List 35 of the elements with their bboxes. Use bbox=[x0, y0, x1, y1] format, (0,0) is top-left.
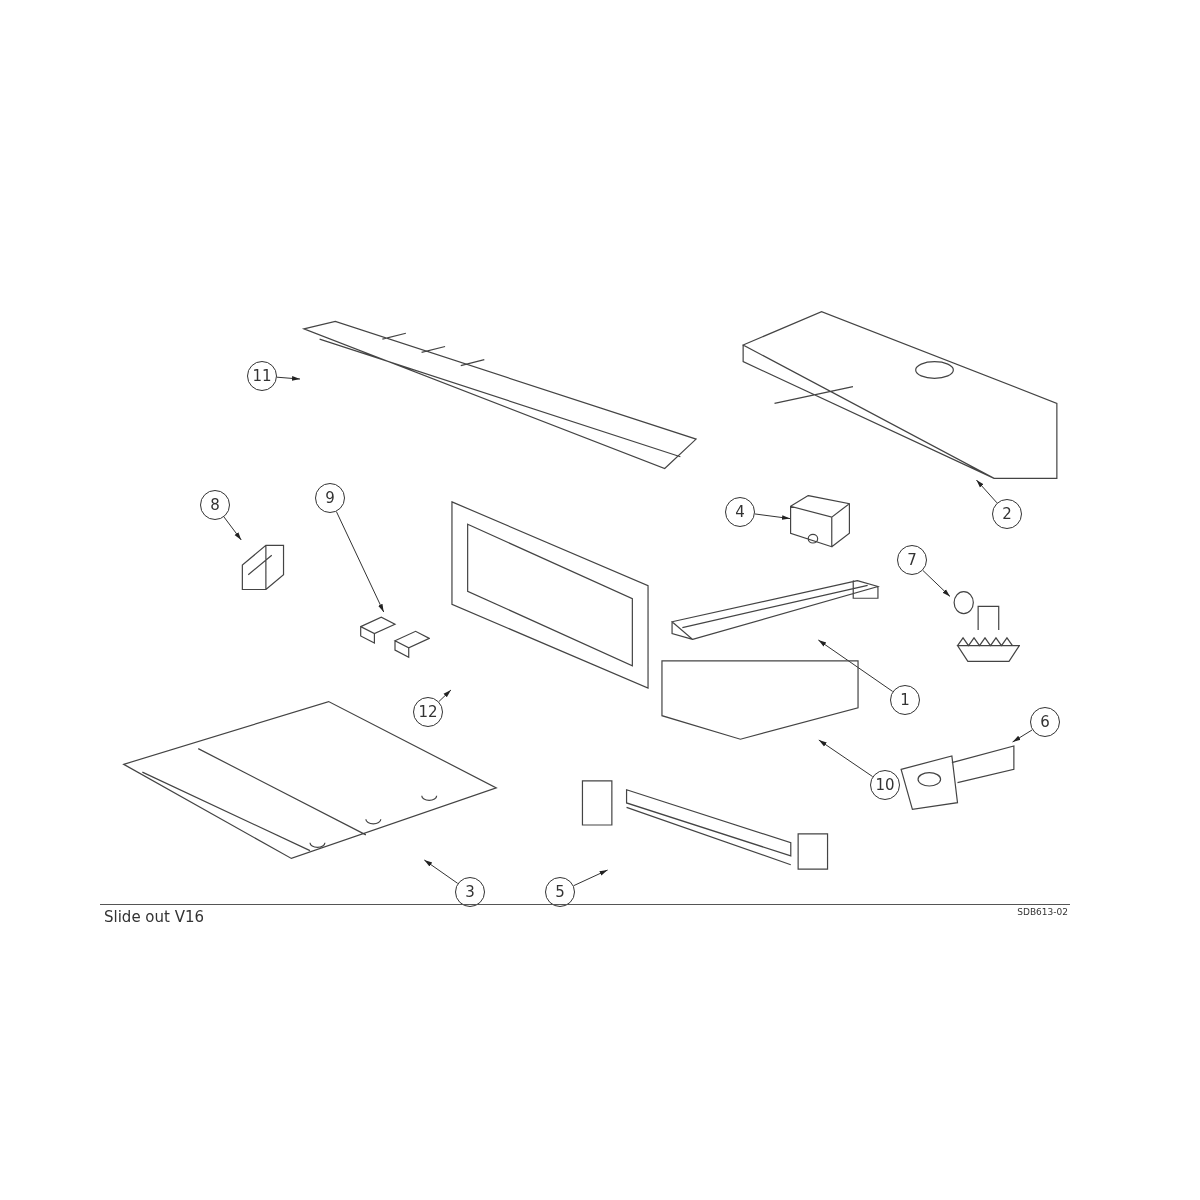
leader-line bbox=[754, 513, 791, 520]
leader-line bbox=[573, 869, 609, 887]
drawing-number: SDB613-02 bbox=[1017, 907, 1068, 917]
frame-drawing bbox=[450, 500, 650, 690]
callout-number: 8 bbox=[200, 490, 230, 520]
leader-line bbox=[818, 739, 874, 778]
leader-line bbox=[817, 639, 894, 692]
mounting-plate-drawing bbox=[740, 310, 1060, 480]
callout-number: 10 bbox=[870, 770, 900, 800]
leader-line bbox=[1012, 729, 1033, 743]
callout-number: 4 bbox=[725, 497, 755, 527]
base-sheet-drawing bbox=[660, 660, 860, 740]
callout-number: 3 bbox=[455, 877, 485, 907]
callout-number: 11 bbox=[247, 361, 277, 391]
callout-number: 5 bbox=[545, 877, 575, 907]
callout-number: 2 bbox=[992, 499, 1022, 529]
callout-number: 1 bbox=[890, 685, 920, 715]
leader-line bbox=[223, 516, 242, 541]
side-rail-drawing bbox=[670, 580, 880, 640]
leader-line bbox=[975, 479, 998, 504]
caption: Slide out V16 bbox=[104, 908, 205, 926]
bar-drawing bbox=[580, 780, 830, 870]
callout-number: 6 bbox=[1030, 707, 1060, 737]
leader-line bbox=[438, 689, 452, 703]
step-drawing bbox=[120, 700, 500, 860]
motor-drawing bbox=[900, 742, 1015, 810]
leader-line bbox=[922, 569, 951, 597]
junction-box-drawing bbox=[790, 495, 850, 550]
leader-line bbox=[276, 376, 301, 381]
leader-line bbox=[335, 511, 385, 613]
rail-drawing bbox=[300, 320, 700, 470]
callout-number: 9 bbox=[315, 483, 345, 513]
leader-line bbox=[423, 859, 459, 884]
callout-number: 12 bbox=[413, 697, 443, 727]
callout-number: 7 bbox=[897, 545, 927, 575]
